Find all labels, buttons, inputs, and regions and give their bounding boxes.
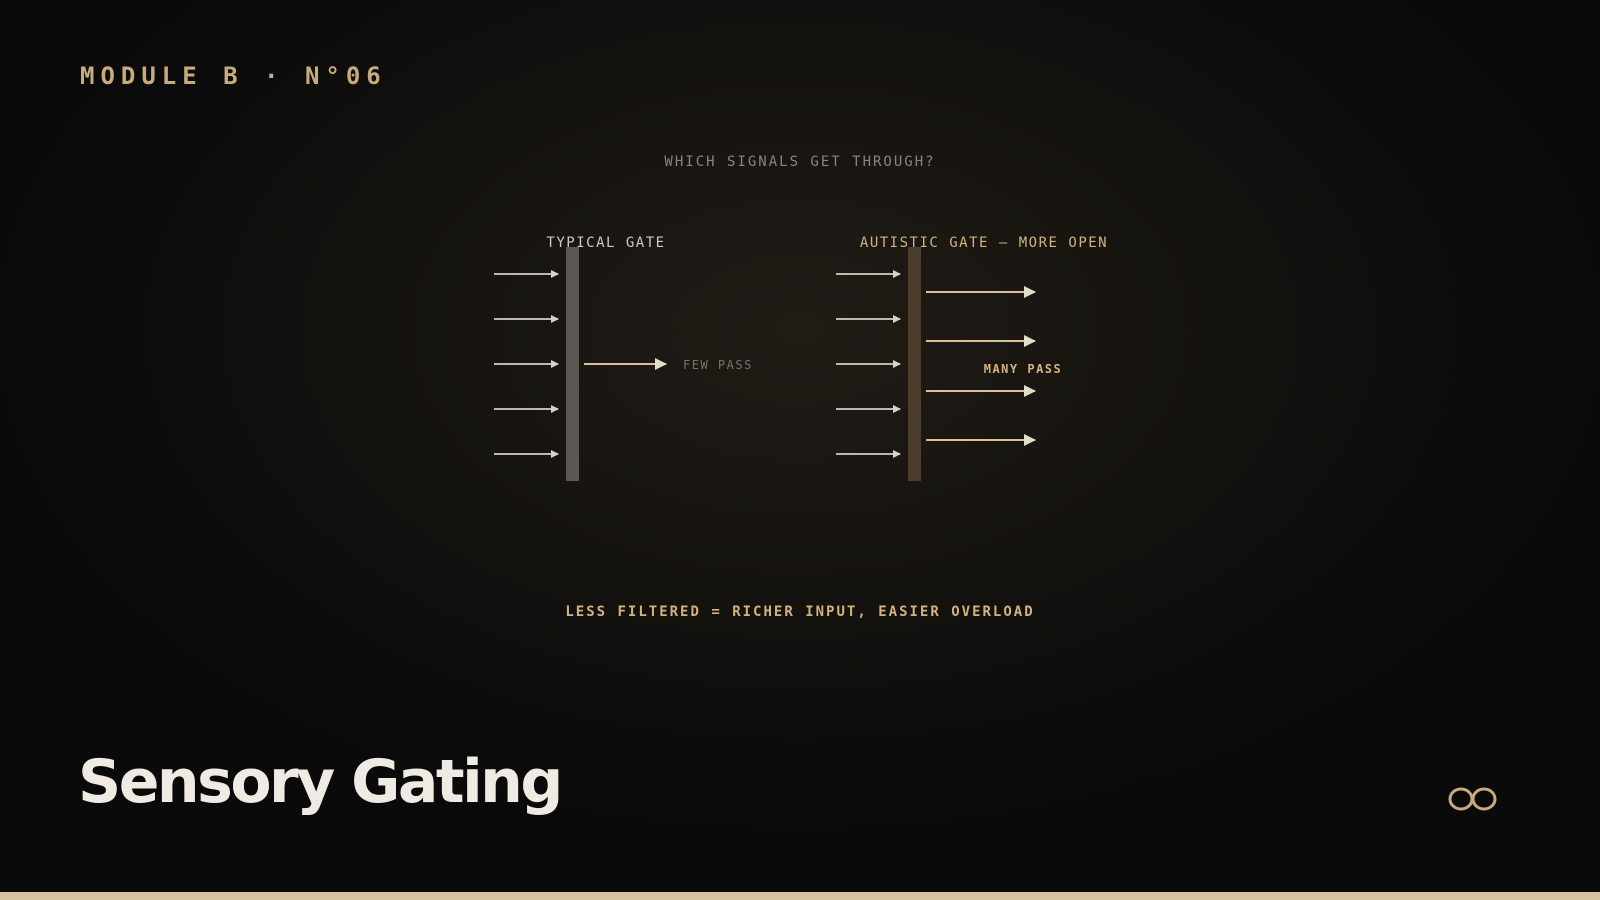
typical-gate-inputs (494, 270, 559, 458)
infinity-icon (1448, 787, 1497, 811)
typical-gate-title: TYPICAL GATE (546, 235, 665, 251)
autistic-gate-title: AUTISTIC GATE — MORE OPEN (860, 235, 1108, 251)
many-pass-label: MANY PASS (984, 362, 1063, 376)
autistic-gate-inputs (836, 270, 901, 458)
module-label: MODULE B · N°06 (80, 62, 387, 90)
diagram-question: WHICH SIGNALS GET THROUGH? (664, 154, 935, 170)
few-pass-label: FEW PASS (683, 358, 753, 372)
page-title: Sensory Gating (78, 747, 563, 817)
bottom-accent-bar (0, 892, 1600, 900)
autistic-gate-outputs (926, 286, 1036, 446)
summary-caption: LESS FILTERED = RICHER INPUT, EASIER OVE… (565, 604, 1034, 620)
autistic-gate-bar (908, 247, 921, 481)
typical-gate-bar (566, 247, 579, 481)
